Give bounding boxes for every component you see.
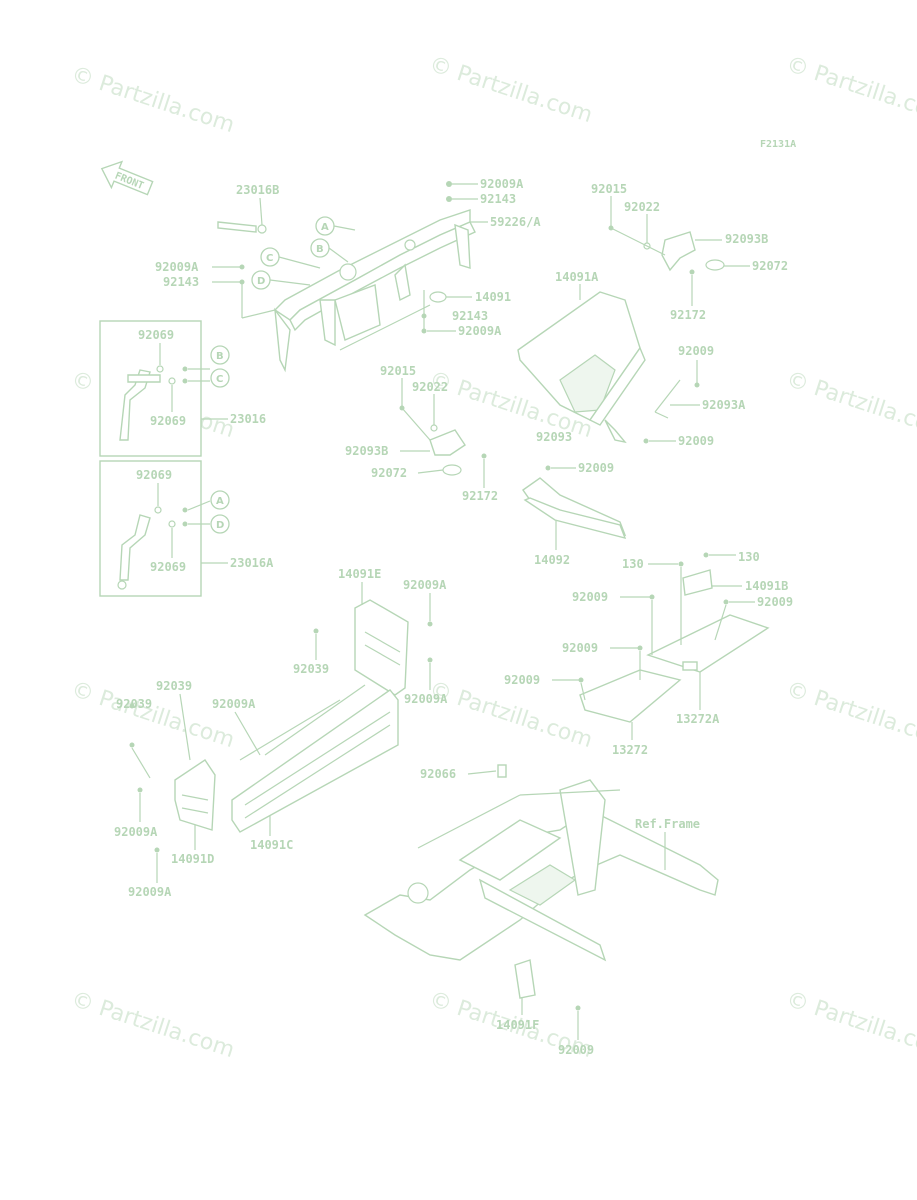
- front-arrow: FRONT: [100, 160, 154, 196]
- watermark: © Partzilla.com: [783, 367, 917, 443]
- ref-frame-label: Ref.Frame: [635, 817, 700, 831]
- label-92172-1: 92172: [670, 308, 706, 322]
- svg-text:C: C: [216, 374, 223, 385]
- label-92072-2: 92072: [371, 466, 407, 480]
- label-92009-3: 92009: [578, 461, 614, 475]
- watermark: © Partzilla.com: [426, 677, 595, 753]
- figure-code: F2131A: [760, 139, 796, 150]
- label-14091E: 14091E: [338, 567, 381, 581]
- label-92072-1: 92072: [752, 259, 788, 273]
- svg-text:C: C: [266, 253, 273, 264]
- label-92015-1: 92015: [591, 182, 627, 196]
- watermark: © Partzilla.com: [783, 987, 917, 1063]
- label-59226: 59226/A: [490, 215, 541, 229]
- watermark: © Partzilla.com: [68, 987, 237, 1063]
- label-92069-4: 92069: [150, 560, 186, 574]
- callout-d-1: D: [251, 270, 311, 290]
- label-92009A-6: 92009A: [212, 697, 256, 711]
- label-92009A-7: 92009A: [114, 825, 158, 839]
- label-14091: 14091: [475, 290, 511, 304]
- callout-b-2: B: [210, 345, 230, 365]
- label-92009A-4: 92009A: [403, 578, 447, 592]
- box-23016: [99, 320, 210, 457]
- svg-text:D: D: [216, 520, 224, 531]
- label-92009A-8: 92009A: [128, 885, 172, 899]
- bracket-center: [399, 405, 487, 476]
- watermark: © Partzilla.com: [68, 62, 237, 138]
- label-92009-5: 92009: [757, 595, 793, 609]
- label-92009-8: 92009: [558, 1043, 594, 1057]
- label-92009-2: 92009: [678, 434, 714, 448]
- label-92093-1: 92093: [536, 430, 572, 444]
- label-92066: 92066: [420, 767, 456, 781]
- svg-text:A: A: [216, 496, 224, 507]
- callout-b-1: B: [310, 238, 349, 263]
- svg-text:D: D: [257, 276, 265, 287]
- label-92009-6: 92009: [562, 641, 598, 655]
- label-23016B: 23016B: [236, 183, 279, 197]
- watermark: © Partzilla.com: [426, 52, 595, 128]
- plates-right: [578, 552, 770, 723]
- label-92009A-3: 92009A: [458, 324, 502, 338]
- svg-text:B: B: [316, 244, 324, 255]
- label-92009A-1: 92009A: [480, 177, 524, 191]
- label-14091C: 14091C: [250, 838, 293, 852]
- label-92039-2: 92039: [156, 679, 192, 693]
- label-92069-2: 92069: [150, 414, 186, 428]
- label-23016: 23016: [230, 412, 266, 426]
- label-14091B: 14091B: [745, 579, 788, 593]
- label-92093B-1: 92093B: [725, 232, 768, 246]
- bracket-top-right: [608, 225, 725, 275]
- tray-14092: [522, 465, 627, 540]
- callout-c-2: C: [210, 368, 230, 388]
- label-92022-2: 92022: [412, 380, 448, 394]
- tray-14091a: [517, 291, 681, 444]
- label-92143-2: 92143: [163, 275, 199, 289]
- label-14092: 14092: [534, 553, 570, 567]
- label-92069-3: 92069: [136, 468, 172, 482]
- label-92015-2: 92015: [380, 364, 416, 378]
- svg-text:A: A: [321, 222, 329, 233]
- label-130-2: 130: [738, 550, 760, 564]
- callout-c-1: C: [260, 247, 321, 269]
- callout-a-2: A: [210, 490, 230, 510]
- label-92039-3: 92039: [116, 697, 152, 711]
- label-92009-1: 92009: [678, 344, 714, 358]
- label-14091F: 14091F: [496, 1018, 539, 1032]
- label-13272: 13272: [612, 743, 648, 757]
- watermark: © Partzilla.com: [68, 677, 237, 753]
- label-92093A: 92093A: [702, 398, 746, 412]
- label-92022-1: 92022: [624, 200, 660, 214]
- watermark: © Partzilla.com: [783, 52, 917, 128]
- label-13272A: 13272A: [676, 712, 720, 726]
- label-92069-1: 92069: [138, 328, 174, 342]
- callout-a-1: A: [315, 216, 356, 236]
- label-23016A: 23016A: [230, 556, 274, 570]
- label-92009-4: 92009: [572, 590, 608, 604]
- label-92143-3: 92143: [452, 309, 488, 323]
- label-14091A: 14091A: [555, 270, 599, 284]
- panels-left: [129, 599, 433, 853]
- label-130-1: 130: [622, 557, 644, 571]
- dash-frame-assembly: [217, 209, 476, 373]
- label-92039-1: 92039: [293, 662, 329, 676]
- label-92093B-2: 92093B: [345, 444, 388, 458]
- label-14091D: 14091D: [171, 852, 214, 866]
- box-23016a: [99, 460, 211, 597]
- label-92009A-5: 92009A: [404, 692, 448, 706]
- svg-text:B: B: [216, 351, 224, 362]
- label-92009A-2: 92009A: [155, 260, 199, 274]
- label-92143-1: 92143: [480, 192, 516, 206]
- ref-frame: [363, 764, 719, 1011]
- watermark: © Partzilla.com: [783, 677, 917, 753]
- callout-d-2: D: [210, 514, 230, 534]
- label-92172-2: 92172: [462, 489, 498, 503]
- label-92009-7: 92009: [504, 673, 540, 687]
